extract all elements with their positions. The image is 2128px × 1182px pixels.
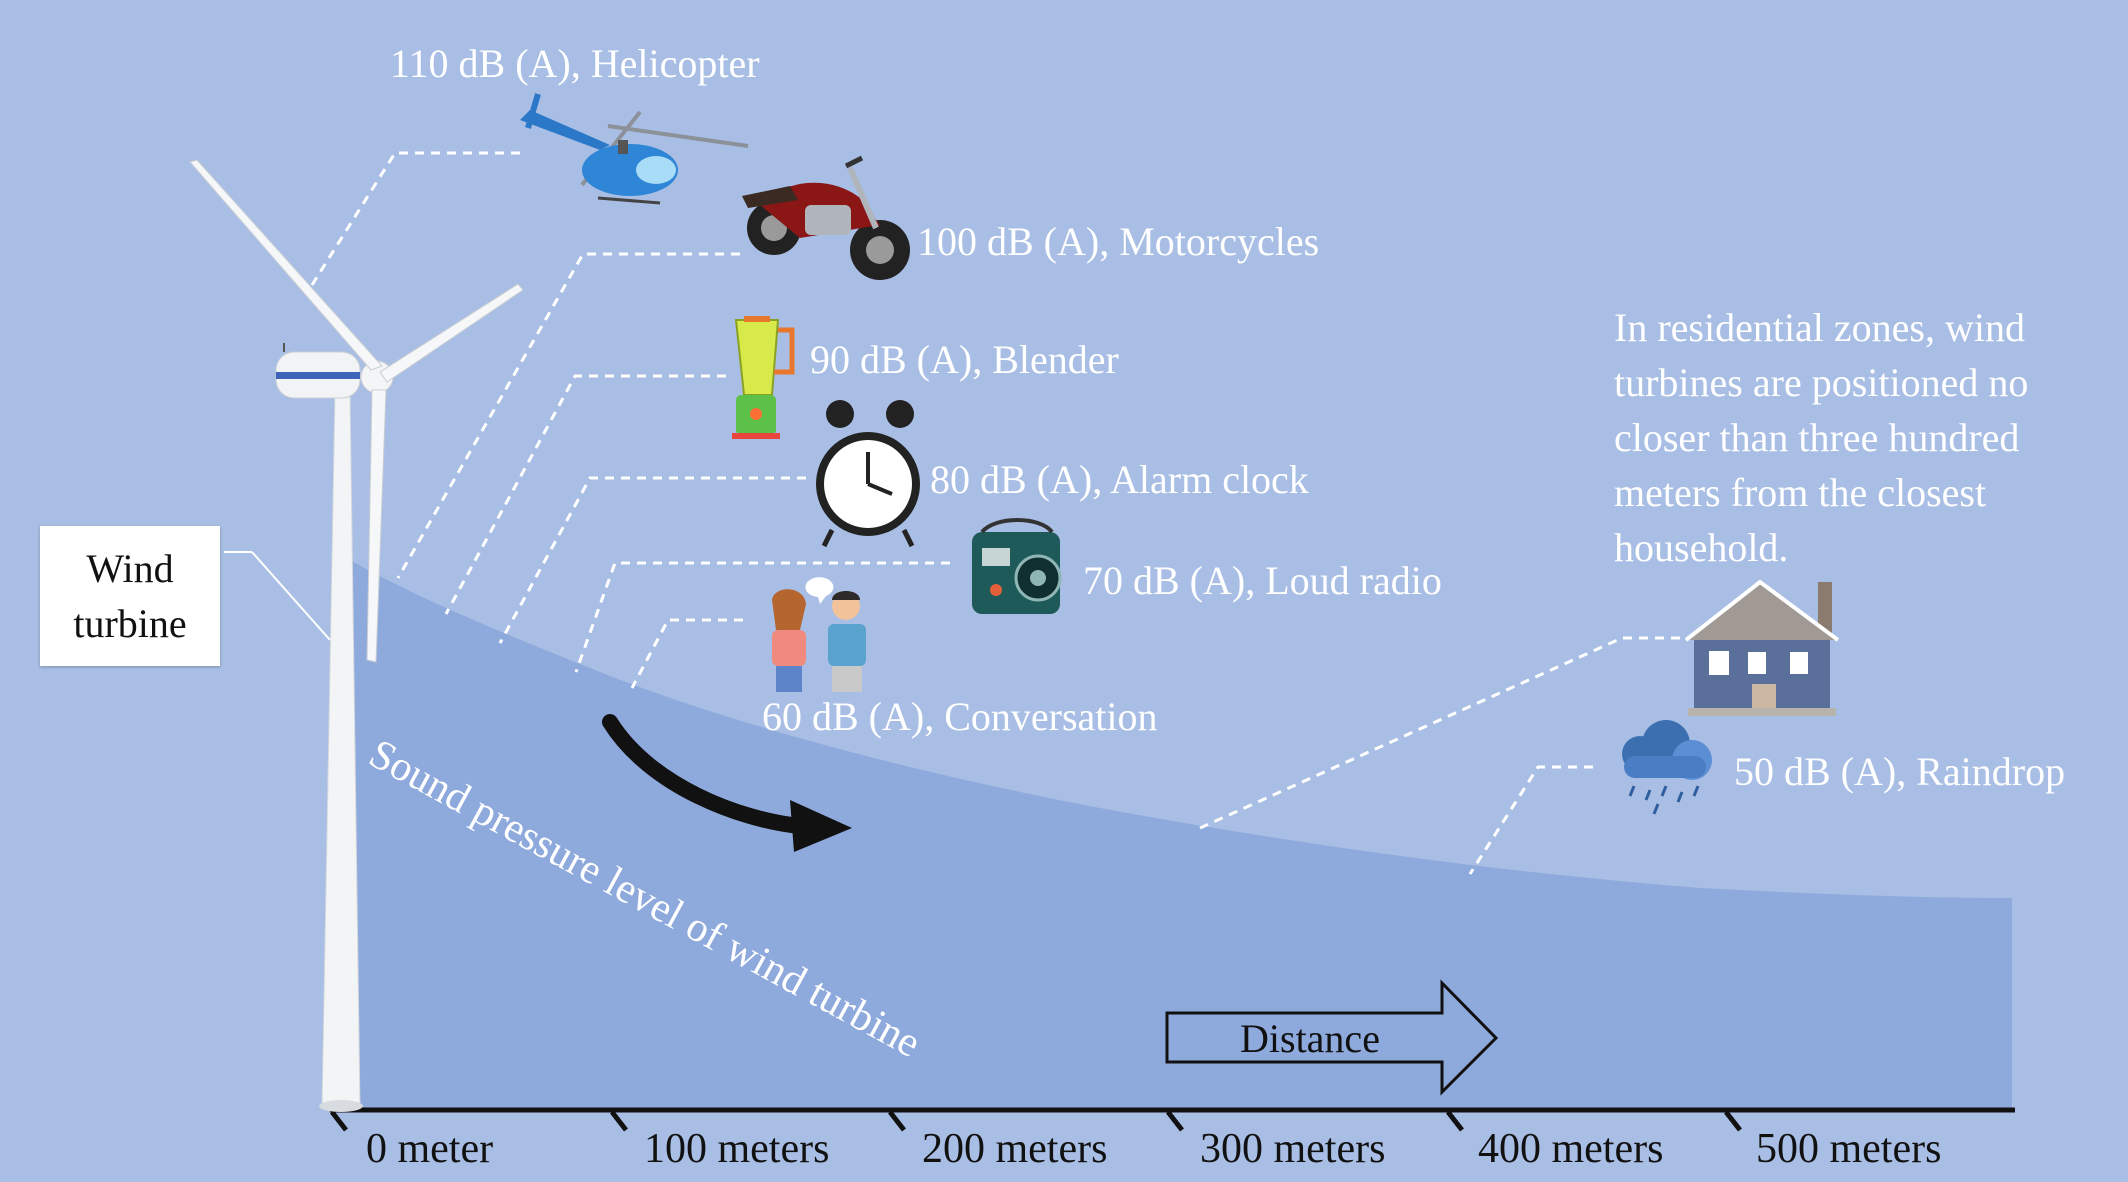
source-label-raindrop: 50 dB (A), Raindrop [1734, 749, 2066, 794]
sound-pressure-area [350, 560, 2012, 1108]
wind-turbine-label-line-1: Wind [86, 546, 174, 591]
residential-note: In residential zones, wind turbines are … [1614, 300, 2128, 575]
note-line: turbines are positioned no [1614, 360, 2029, 405]
conversation-icon [772, 577, 866, 692]
house-icon [1684, 579, 1840, 716]
rain-cloud-icon [1622, 720, 1712, 815]
distance-label: Distance [1240, 1016, 1380, 1061]
turbine-label-pointer-diagonal [251, 551, 331, 641]
note-line: household. [1614, 525, 1789, 570]
blender-icon [732, 316, 795, 439]
helicopter-icon [520, 93, 749, 205]
note-line: meters from the closest [1614, 470, 1987, 515]
note-line: In residential zones, wind [1614, 305, 2025, 350]
wind-turbine-label-line-2: turbine [73, 601, 187, 646]
axis-tick-label: 300 meters [1200, 1126, 1386, 1172]
source-label-blender: 90 dB (A), Blender [810, 337, 1119, 382]
radio-icon [972, 518, 1062, 614]
distance-arrow-icon [1165, 979, 1499, 1096]
wind-turbine-icon [189, 159, 524, 1112]
axis-tick-label: 500 meters [1756, 1126, 1942, 1172]
source-label-conversation: 60 dB (A), Conversation [762, 694, 1158, 739]
axis-tick-label: 0 meter [366, 1126, 494, 1172]
note-line: closer than three hundred [1614, 415, 2020, 460]
motorcycle-icon [742, 155, 910, 280]
source-label-loud-radio: 70 dB (A), Loud radio [1083, 558, 1442, 603]
axis-tick-label: 200 meters [922, 1126, 1108, 1172]
leader-lines [310, 151, 1680, 875]
axis-tick-label: 400 meters [1478, 1126, 1664, 1172]
wind-turbine-label: Wind turbine [40, 526, 220, 666]
source-label-motorcycles: 100 dB (A), Motorcycles [917, 219, 1320, 264]
axis-tick-label: 100 meters [644, 1126, 830, 1172]
trend-arrow-icon [602, 714, 852, 852]
source-label-alarm-clock: 80 dB (A), Alarm clock [930, 457, 1309, 502]
axis-tick-marks [330, 1110, 1742, 1132]
alarm-clock-icon [816, 400, 920, 548]
source-label-helicopter: 110 dB (A), Helicopter [390, 41, 760, 86]
